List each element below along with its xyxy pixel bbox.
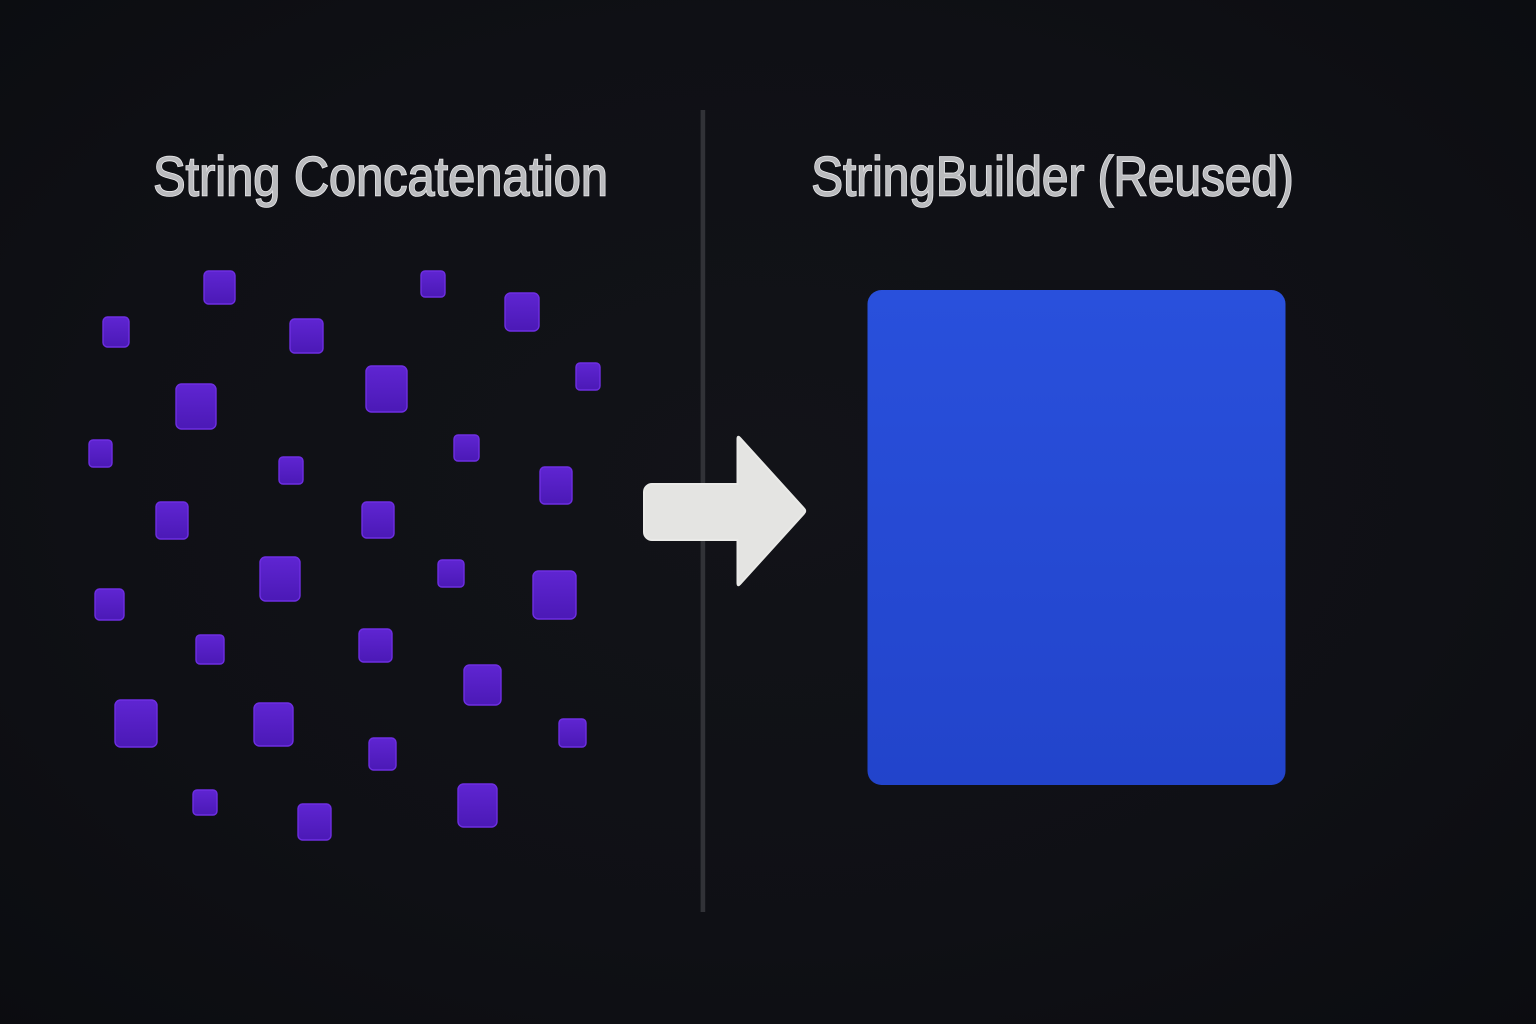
- svg-text:StringBuilder (Reused): StringBuilder (Reused): [811, 146, 1294, 208]
- svg-text:String Concatenation: String Concatenation: [153, 145, 608, 208]
